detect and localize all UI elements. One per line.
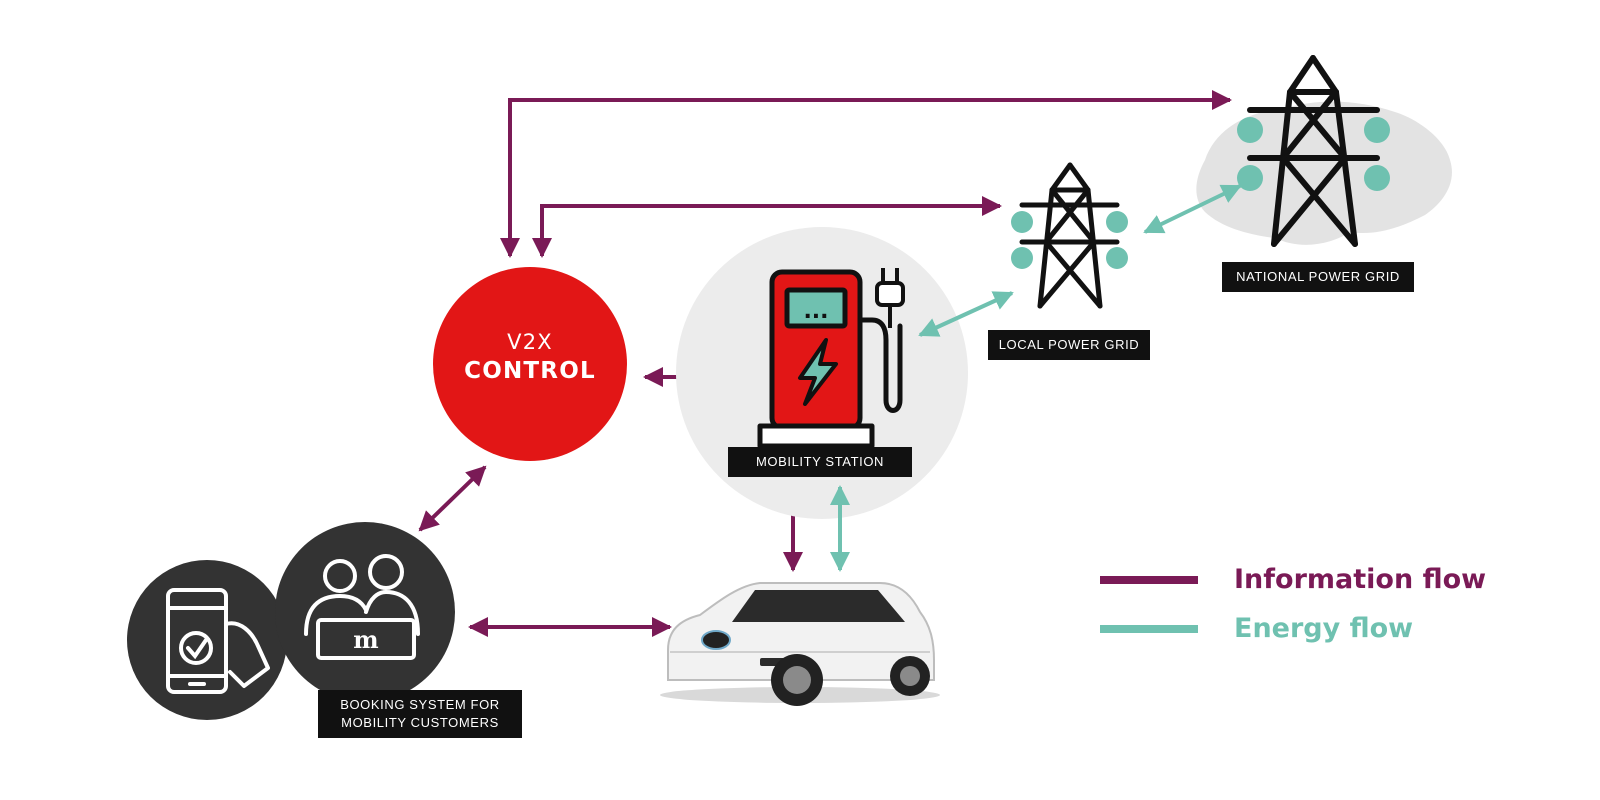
v2x-control-line1: V2X [507,330,553,354]
energy-arrow-station-local [918,291,1014,337]
lightning-bolt-icon [798,338,838,406]
pump-screen-text: ... [803,299,828,324]
checkmark-icon [179,631,213,665]
mobility-station-label: MOBILITY STATION [728,447,912,477]
national-power-grid-label: NATIONAL POWER GRID [1222,262,1414,292]
local-power-tower-icon [1011,162,1128,309]
legend-label-information: Information flow [1234,564,1487,595]
charging-pump-icon [757,269,903,449]
legend-line-energy [1100,624,1198,633]
info-arrow-v2x-national [500,90,1232,258]
v2x-control-line2: CONTROL [464,358,596,384]
info-arrow-v2x-booking [418,465,487,532]
national-power-tower-icon [1237,55,1390,247]
legend-label-energy: Energy flow [1234,613,1414,644]
info-arrow-v2x-local [532,196,1002,258]
people-icon [304,554,420,660]
booking-system-line1: BOOKING SYSTEM FOR [340,697,500,712]
electric-car-icon [660,582,940,706]
v2x-control-label: V2X CONTROL [435,328,625,386]
legend-item-information: Information flow [1100,564,1486,595]
smartphone-tap-icon [166,588,270,694]
local-power-grid-label: LOCAL POWER GRID [988,330,1150,360]
legend-line-information [1100,575,1198,584]
plug-icon [875,268,905,328]
booking-badge-letter: m [353,625,378,654]
switzerland-map-icon [1196,101,1452,245]
energy-arrow-local-national [1143,184,1242,234]
legend-item-energy: Energy flow [1100,613,1413,644]
v2x-control-circle [433,267,627,461]
booking-system-label: BOOKING SYSTEM FOR MOBILITY CUSTOMERS [318,690,522,738]
booking-system-line2: MOBILITY CUSTOMERS [341,715,499,730]
energy-flow-arrows [830,184,1242,572]
